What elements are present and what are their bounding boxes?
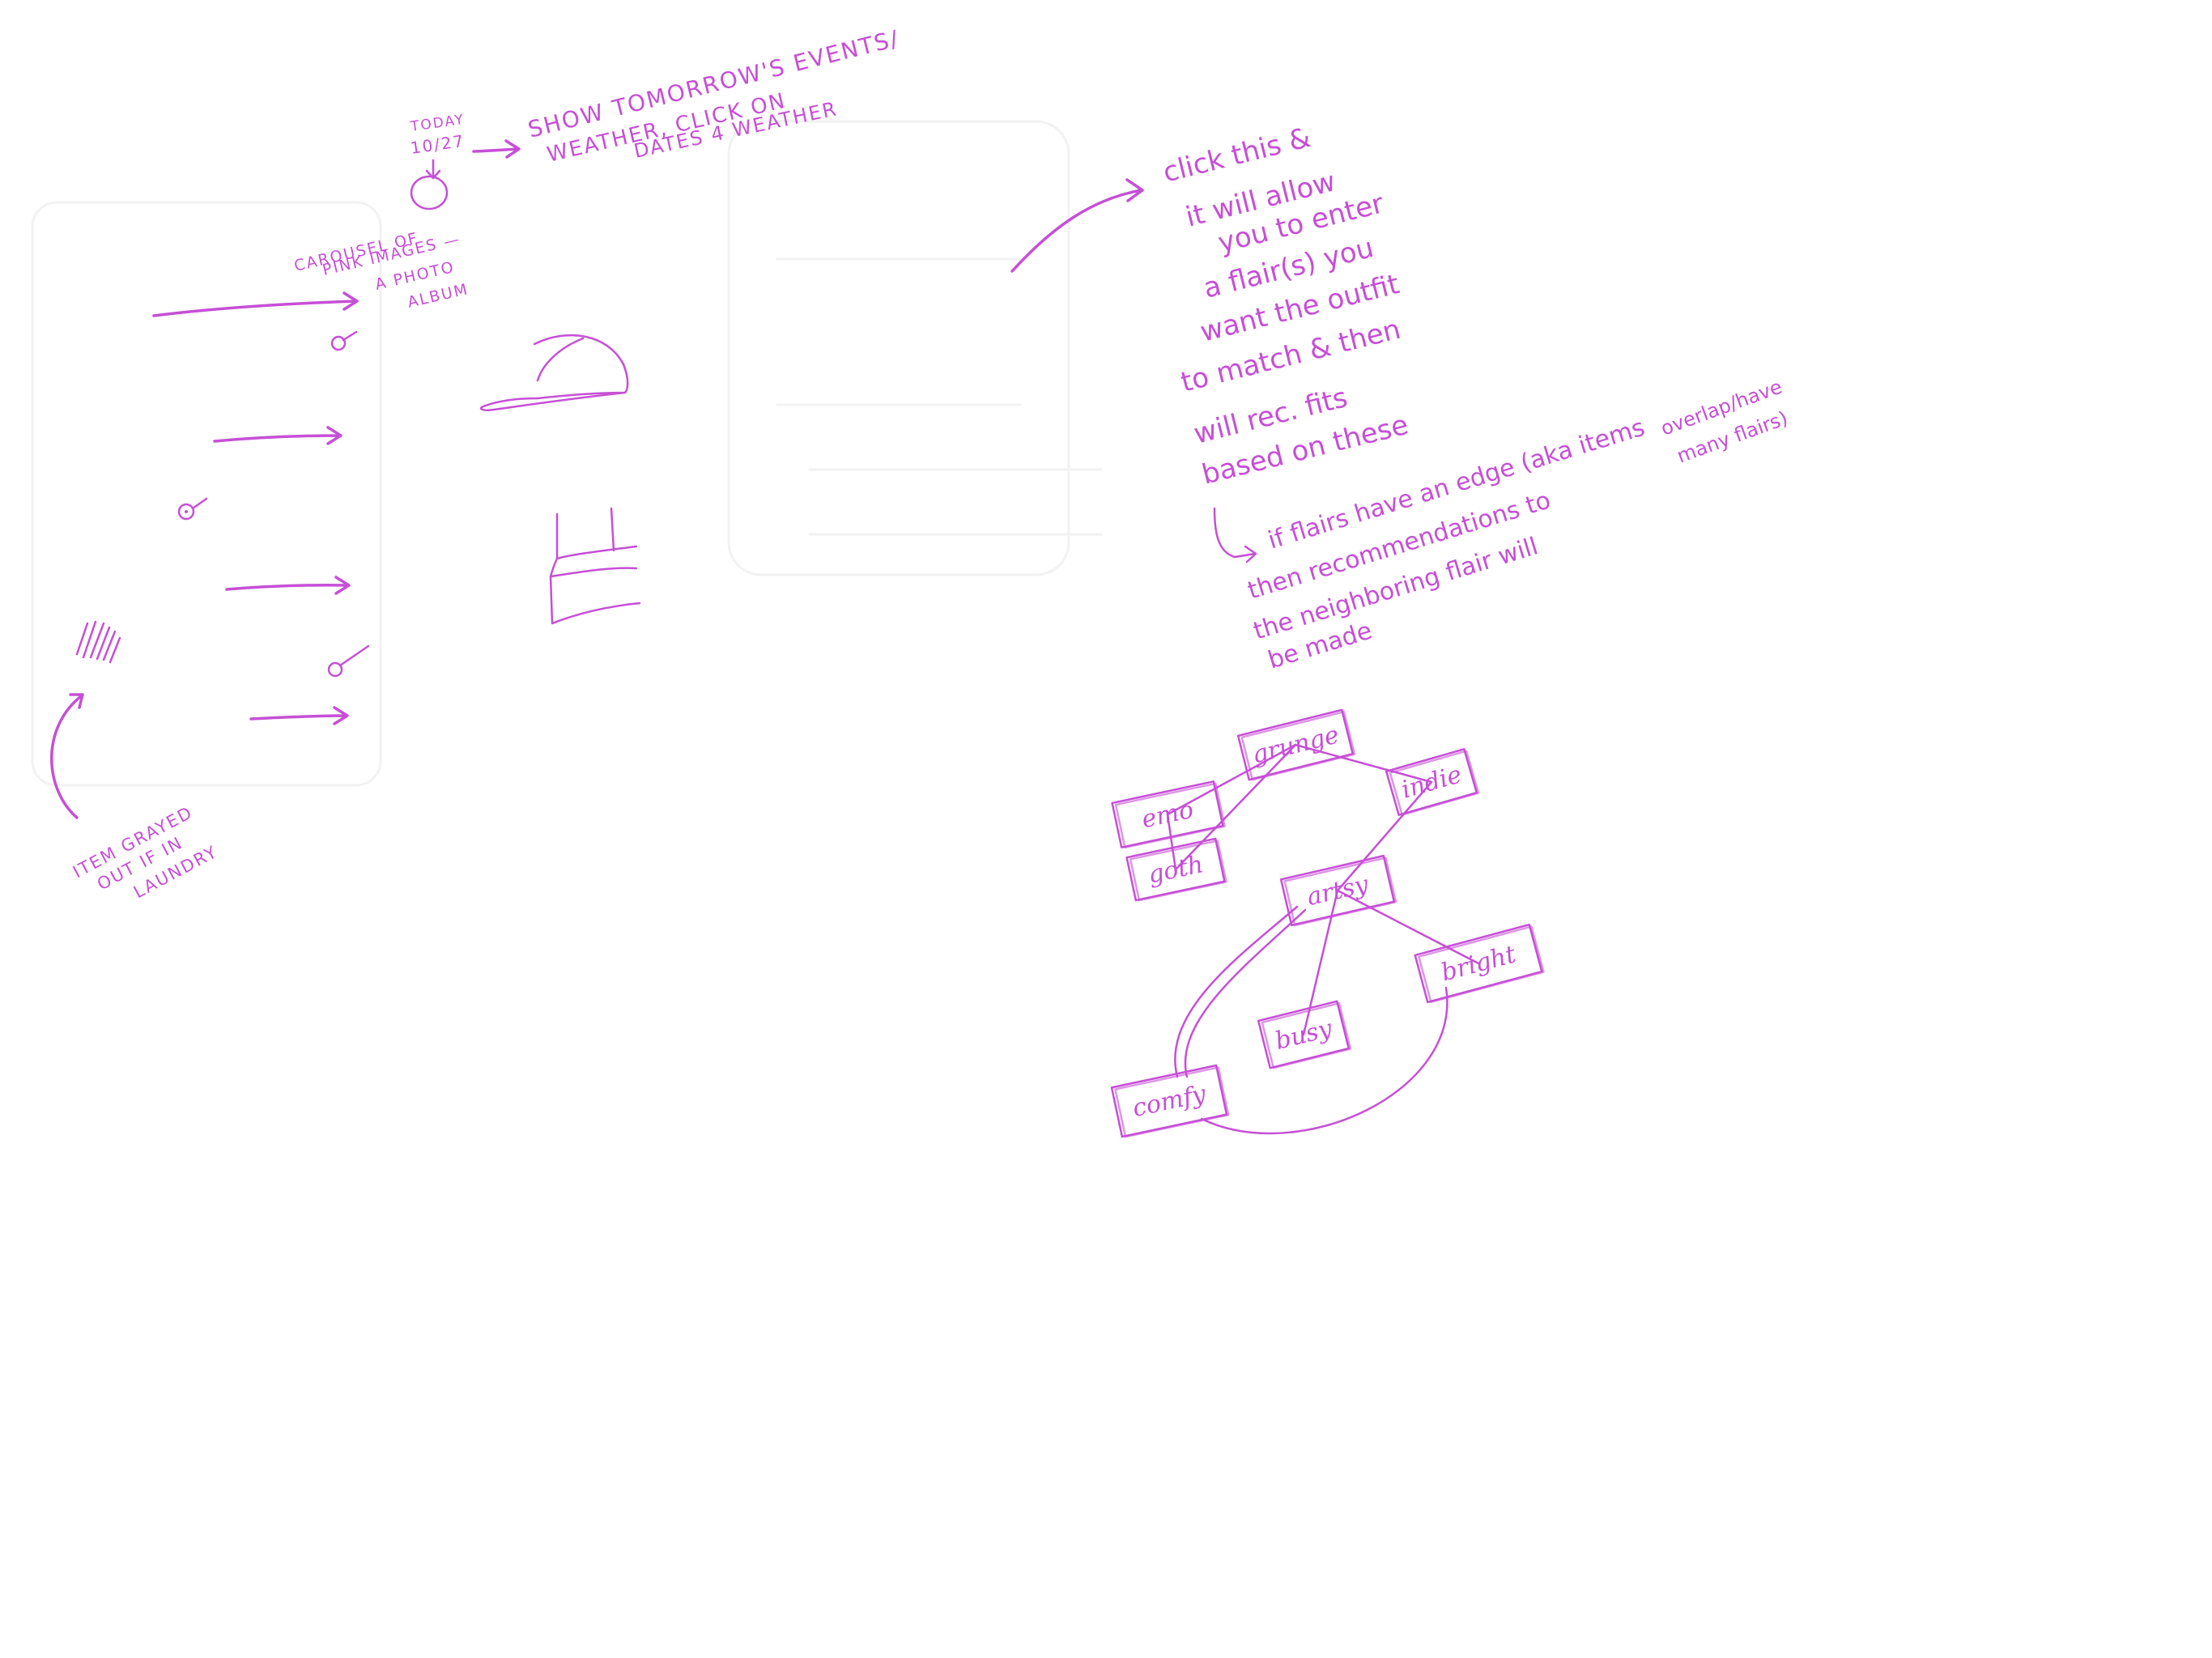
flair-node-emo[interactable]: emo bbox=[1111, 780, 1226, 849]
carousel-arrows bbox=[152, 291, 359, 725]
flair-box-retrace-indie bbox=[1389, 750, 1480, 816]
arrow-row-2 bbox=[213, 426, 342, 445]
graph-nodes: emo goth grunge indie artsy bright busy comfy bbox=[1110, 708, 1545, 1138]
graph-edge-artsy-busy bbox=[1302, 889, 1339, 1036]
graph-edge-emo-goth bbox=[1166, 813, 1177, 871]
grayed-annotation: ITEM GRAYED OUT IF IN LAUNDRY bbox=[50, 693, 221, 902]
flair-node-busy[interactable]: busy bbox=[1257, 1000, 1352, 1069]
ghost-wireframe bbox=[31, 120, 1103, 787]
arrow-row-1 bbox=[152, 291, 359, 317]
graph-edges bbox=[1166, 743, 1480, 1135]
hat-sketch bbox=[479, 334, 629, 411]
flair-node-bright[interactable]: bright bbox=[1414, 923, 1545, 1004]
click-arrow bbox=[1010, 178, 1144, 273]
carousel-dots bbox=[177, 330, 370, 678]
today-date-circle[interactable] bbox=[410, 175, 449, 210]
graph-edge-indie-artsy bbox=[1336, 780, 1433, 892]
flair-node-comfy[interactable]: comfy bbox=[1110, 1064, 1230, 1138]
flair-box-retrace-grunge bbox=[1240, 711, 1356, 781]
tomorrow-arrow bbox=[472, 139, 521, 159]
graph-edge-artsy-comfy bbox=[1174, 905, 1299, 1078]
flair-label-busy: busy bbox=[1273, 1014, 1336, 1056]
flair-box-retrace-artsy bbox=[1283, 857, 1397, 927]
arrow-row-4 bbox=[249, 706, 349, 725]
graph-edge-artsy-bright bbox=[1336, 889, 1480, 965]
carousel-dot-1[interactable] bbox=[330, 330, 358, 351]
graph-edge-grunge-indie bbox=[1294, 743, 1433, 784]
flair-box-retrace-goth bbox=[1129, 840, 1227, 902]
flair-label-emo: emo bbox=[1139, 796, 1196, 835]
carousel-dot-3[interactable] bbox=[327, 644, 370, 678]
flair-box-retrace-bright bbox=[1418, 925, 1545, 1004]
flair-label-goth: goth bbox=[1146, 850, 1206, 890]
flair-label-comfy: comfy bbox=[1130, 1080, 1210, 1123]
flair-node-goth[interactable]: goth bbox=[1125, 837, 1227, 902]
today-annotation: TODAY 10/27 bbox=[409, 112, 466, 210]
flair-node-grunge[interactable]: grunge bbox=[1236, 708, 1356, 781]
graph-edge-emo-grunge bbox=[1166, 743, 1297, 816]
click-annotation: click this & it will allow you to enter … bbox=[1010, 121, 1411, 491]
flair-graph: emo goth grunge indie artsy bright busy comfy bbox=[1110, 708, 1545, 1138]
flair-node-indie[interactable]: indie bbox=[1385, 748, 1480, 816]
carousel-dot-2[interactable] bbox=[177, 497, 208, 521]
grayed-arrow bbox=[50, 693, 84, 819]
pants-sketch bbox=[549, 507, 641, 625]
graph-edge-goth-grunge bbox=[1174, 743, 1297, 871]
tomorrow-annotation: SHOW TOMORROW'S EVENTS/ WEATHER, CLICK O… bbox=[472, 25, 902, 168]
edge-hook-arrow bbox=[1213, 507, 1257, 563]
graph-edge-artsy-comfy-stroke2 bbox=[1184, 908, 1307, 1078]
laundry-hatch-sketch bbox=[75, 620, 121, 664]
today-down-arrow bbox=[425, 159, 441, 180]
flair-box-retrace-busy bbox=[1261, 1001, 1352, 1069]
flair-label-artsy: artsy bbox=[1304, 870, 1372, 912]
arrow-row-3 bbox=[225, 576, 351, 595]
graph-edge-bright-comfy bbox=[1200, 986, 1448, 1135]
today-date: 10/27 bbox=[409, 131, 466, 158]
flair-label-grunge: grunge bbox=[1249, 721, 1342, 769]
flair-box-retrace-comfy bbox=[1114, 1066, 1230, 1138]
flair-box-retrace-emo bbox=[1114, 782, 1226, 849]
